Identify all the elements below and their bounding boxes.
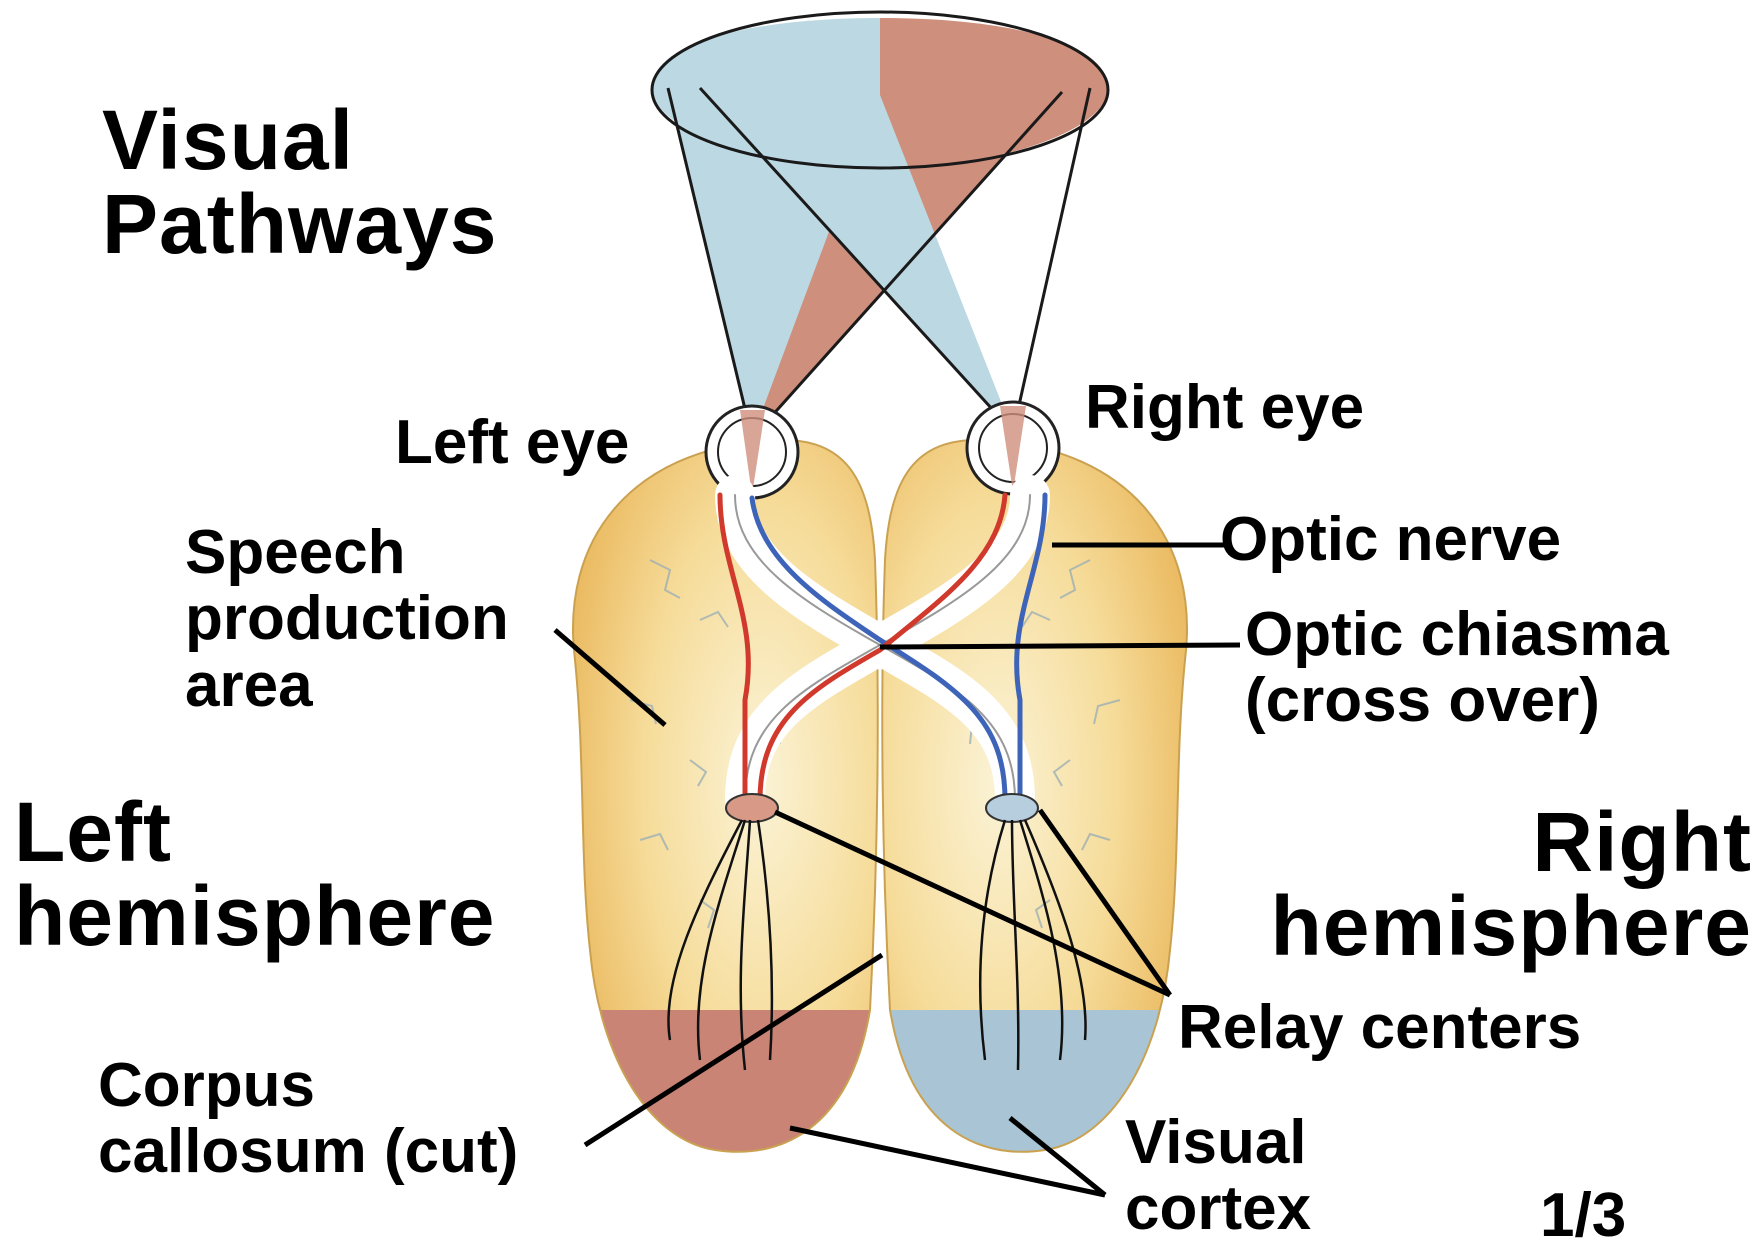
- right-eye: [967, 402, 1059, 494]
- speech-line1: Speech: [185, 520, 509, 586]
- left-hemisphere-line1: Left: [14, 790, 496, 874]
- optic-chiasma-line2: (cross over): [1245, 668, 1669, 734]
- optic-chiasma-line1: Optic chiasma: [1245, 602, 1669, 668]
- visual-cortex-line1: Visual: [1125, 1110, 1311, 1176]
- title: Visual Pathways: [102, 98, 498, 266]
- right-hemisphere-line1: Right: [1270, 800, 1752, 884]
- right-eye-label: Right eye: [1085, 375, 1364, 441]
- brain: [560, 440, 1200, 1180]
- corpus-callosum-line1: Corpus: [98, 1053, 518, 1119]
- speech-area-label: Speech production area: [185, 520, 509, 719]
- visual-cortex-line2: cortex: [1125, 1176, 1311, 1242]
- left-eye-label: Left eye: [395, 410, 629, 476]
- left-relay-center: [726, 794, 778, 822]
- speech-line3: area: [185, 653, 509, 719]
- visual-field-cone: [652, 12, 1108, 438]
- title-line1: Visual: [102, 98, 498, 182]
- optic-chiasma-label: Optic chiasma (cross over): [1245, 602, 1669, 735]
- corpus-callosum-label: Corpus callosum (cut): [98, 1053, 518, 1186]
- page-indicator: 1/3: [1540, 1183, 1626, 1249]
- right-relay-center: [986, 794, 1038, 822]
- title-line2: Pathways: [102, 182, 498, 266]
- right-hemisphere-line2: hemisphere: [1270, 884, 1752, 968]
- optic-nerve-label: Optic nerve: [1220, 507, 1561, 573]
- speech-line2: production: [185, 586, 509, 652]
- corpus-callosum-line2: callosum (cut): [98, 1119, 518, 1185]
- left-hemisphere-line2: hemisphere: [14, 874, 496, 958]
- optic-chiasma-leader: [880, 645, 1240, 647]
- visual-cortex-label: Visual cortex: [1125, 1110, 1311, 1243]
- relay-centers-label: Relay centers: [1178, 995, 1581, 1061]
- left-hemisphere-label: Left hemisphere: [14, 790, 496, 958]
- right-hemisphere-label: Right hemisphere: [1270, 800, 1752, 968]
